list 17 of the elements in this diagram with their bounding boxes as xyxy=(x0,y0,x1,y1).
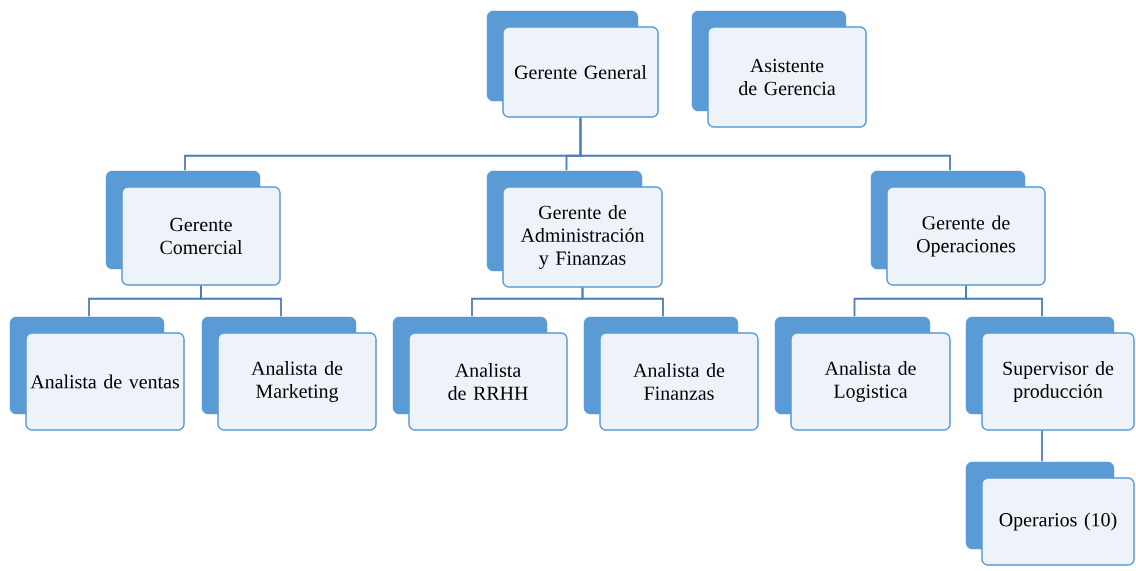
org-box: Analista de Logistica xyxy=(774,316,951,431)
org-box: Analista de RRHH xyxy=(392,316,568,431)
org-box: Supervisor de producción xyxy=(965,316,1135,431)
org-box: Gerente de Administración y Finanzas xyxy=(486,170,663,288)
connector-line xyxy=(965,284,1043,318)
connector-line xyxy=(200,284,282,318)
org-box: Analista de Marketing xyxy=(201,316,377,431)
org-box: Asistente de Gerencia xyxy=(691,10,867,128)
org-box: Gerente General xyxy=(486,10,659,118)
connector-line xyxy=(581,286,664,318)
org-box: Operarios (10) xyxy=(965,461,1135,566)
org-box: Analista de ventas xyxy=(9,316,185,431)
org-box: Gerente de Operaciones xyxy=(870,170,1046,286)
org-box: Analista de Finanzas xyxy=(583,316,759,431)
connector-line xyxy=(1041,429,1043,463)
connector-line xyxy=(579,116,951,172)
org-box: Gerente Comercial xyxy=(105,170,281,286)
